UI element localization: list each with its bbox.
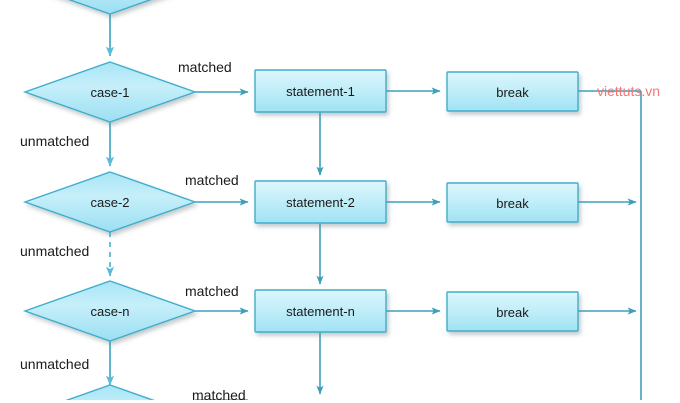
node-case-bottom[interactable] xyxy=(25,384,195,400)
node-case-top[interactable] xyxy=(25,0,195,15)
case-n-diamond[interactable] xyxy=(22,280,198,342)
statement-2-box[interactable] xyxy=(254,180,387,224)
edge-label-matched-2: matched xyxy=(185,172,239,188)
connectors xyxy=(105,14,642,400)
node-break-2[interactable] xyxy=(446,182,579,223)
statement-n-box[interactable] xyxy=(254,289,387,333)
case-2-diamond[interactable] xyxy=(22,171,198,233)
edge-label-matched-3: matched xyxy=(185,283,239,299)
edge-label-matched-1: matched xyxy=(178,59,232,75)
edge-label-matched-4: matched xyxy=(192,387,246,403)
node-break-3[interactable] xyxy=(446,291,579,332)
node-case-1[interactable] xyxy=(22,61,198,123)
case-top-diamond[interactable] xyxy=(25,0,195,15)
node-statement-2[interactable] xyxy=(254,180,387,224)
edge-label-unmatched-3: unmatched xyxy=(20,356,90,372)
break-3-box[interactable] xyxy=(446,291,579,332)
node-break-1[interactable] xyxy=(446,71,579,112)
statement-1-box[interactable] xyxy=(254,69,387,113)
edge-label-unmatched-2: unmatched xyxy=(20,243,90,259)
edge-label-unmatched-1: unmatched xyxy=(20,133,90,149)
case-bottom-diamond[interactable] xyxy=(25,384,195,400)
node-case-2[interactable] xyxy=(22,171,198,233)
node-statement-n[interactable] xyxy=(254,289,387,333)
break-1-box[interactable] xyxy=(446,71,579,112)
watermark-viettuts: viettuts.vn xyxy=(597,83,661,99)
case-1-diamond[interactable] xyxy=(22,61,198,123)
break-2-box[interactable] xyxy=(446,182,579,223)
node-statement-1[interactable] xyxy=(254,69,387,113)
node-case-n[interactable] xyxy=(22,280,198,342)
